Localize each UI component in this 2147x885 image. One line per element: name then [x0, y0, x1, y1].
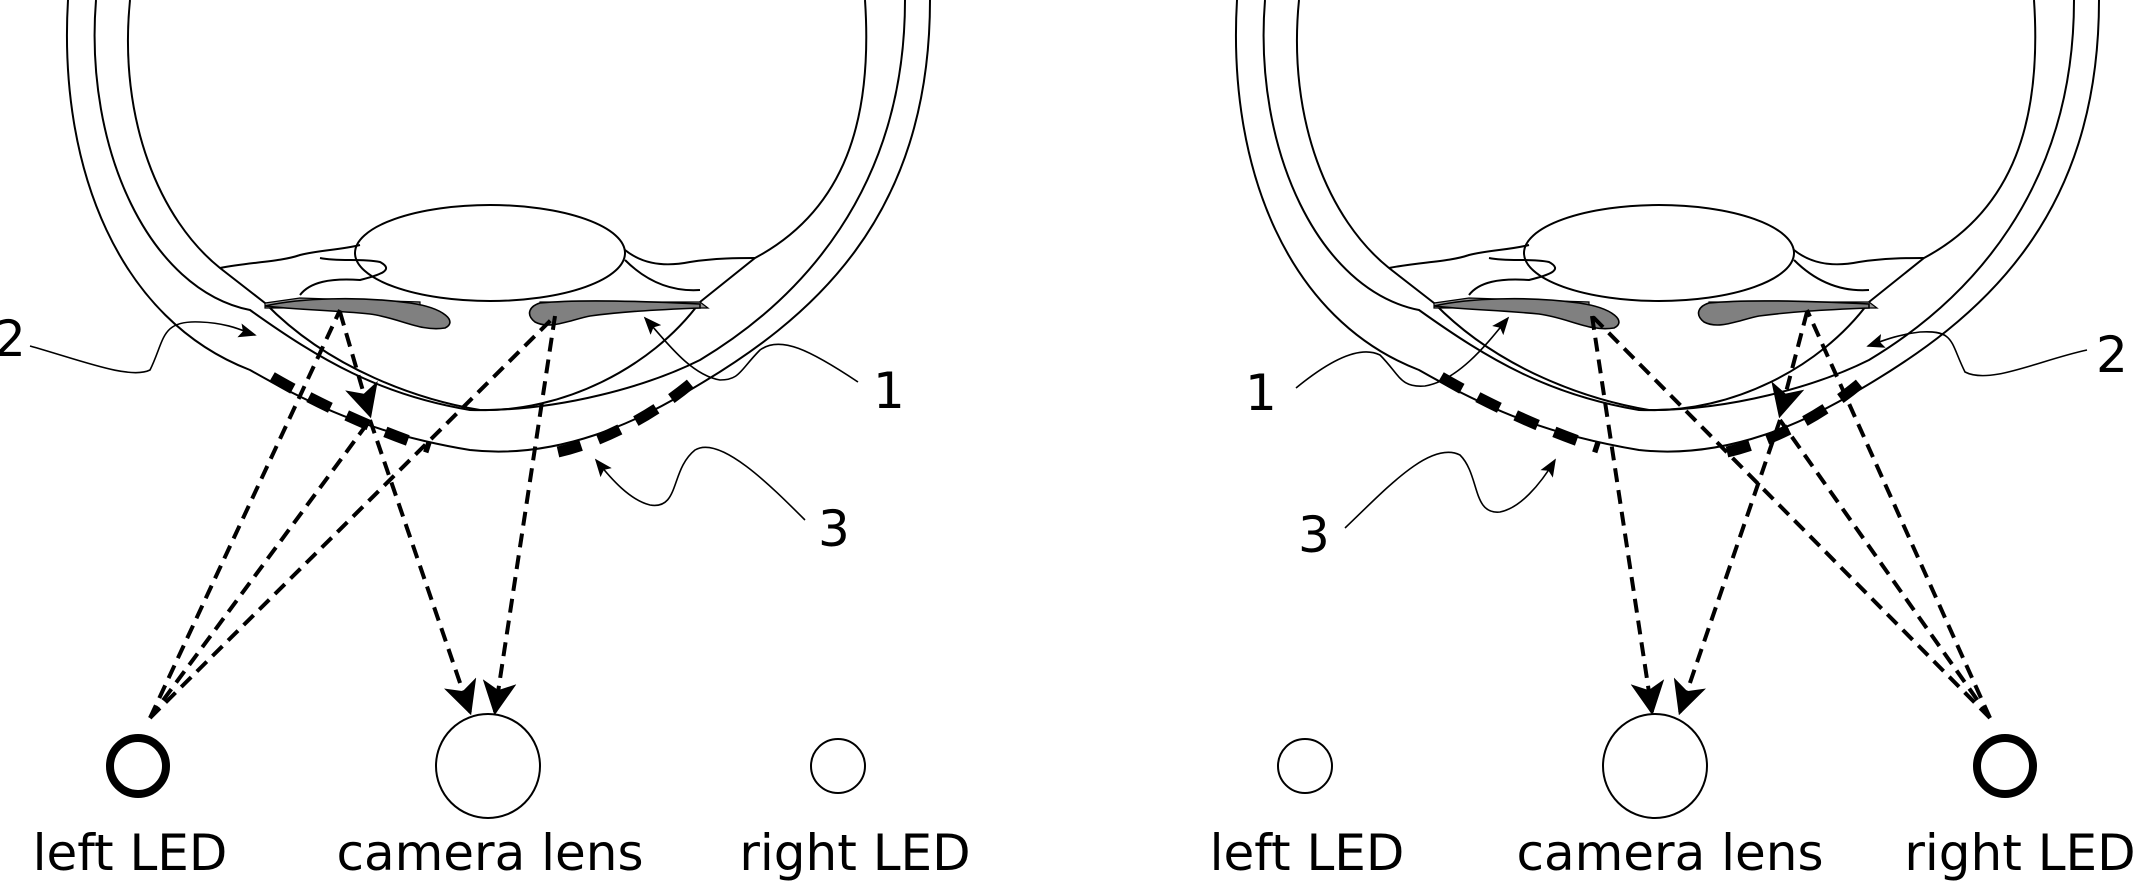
callout-leader-2-r [1866, 331, 2088, 377]
callout-leader-2 [29, 321, 257, 374]
iris-pigment-left [264, 297, 451, 330]
left-led-active [106, 734, 170, 798]
camera-lens-r [1602, 713, 1708, 819]
left-led-label: left LED [33, 824, 228, 882]
callout-leader-1 [643, 316, 859, 383]
cornea-right [1433, 301, 1870, 412]
ciliary-body [219, 244, 756, 296]
iris-pigment-right-r [1697, 300, 1870, 326]
callout-leader-3-r [1344, 451, 1556, 529]
eye-wall [66, 0, 931, 453]
callout-leader-3 [594, 446, 806, 521]
ciliary-body-right [1388, 244, 1925, 296]
camera-lens-label: camera lens [336, 824, 643, 882]
iris-pigment-left-r [1433, 297, 1620, 330]
left-led-inactive-r [1277, 738, 1333, 794]
left-led-label-r: left LED [1210, 824, 1405, 882]
panel-right-led-on: left LED camera lens right LED 2 1 3 [1210, 0, 2136, 882]
right-led-label: right LED [739, 824, 970, 882]
callout-3: 3 [818, 500, 850, 558]
external-pigment-marks-right [1438, 372, 1868, 458]
eye-wall-right [1235, 0, 2100, 453]
light-rays [148, 309, 557, 720]
crystalline-lens [354, 204, 626, 302]
panel-left-led-on: left LED camera lens right LED 2 1 3 [0, 0, 971, 882]
callout-3-r: 3 [1298, 506, 1330, 564]
iris-pigment-right [528, 300, 701, 326]
callout-1-r: 1 [1245, 364, 1277, 422]
right-led-label-r-text: right LED [1904, 824, 2135, 882]
camera-lens-label-r: camera lens [1516, 824, 1823, 882]
callout-2: 2 [0, 310, 26, 368]
crystalline-lens-right [1523, 204, 1795, 302]
light-rays-right [1590, 309, 1992, 720]
right-led-active-r [1973, 734, 2037, 798]
callout-2-r: 2 [2096, 326, 2128, 384]
callout-1: 1 [873, 362, 905, 420]
right-led-inactive [810, 738, 866, 794]
callout-leader-1-r [1295, 316, 1510, 389]
camera-lens [435, 713, 541, 819]
cornea [264, 301, 701, 412]
